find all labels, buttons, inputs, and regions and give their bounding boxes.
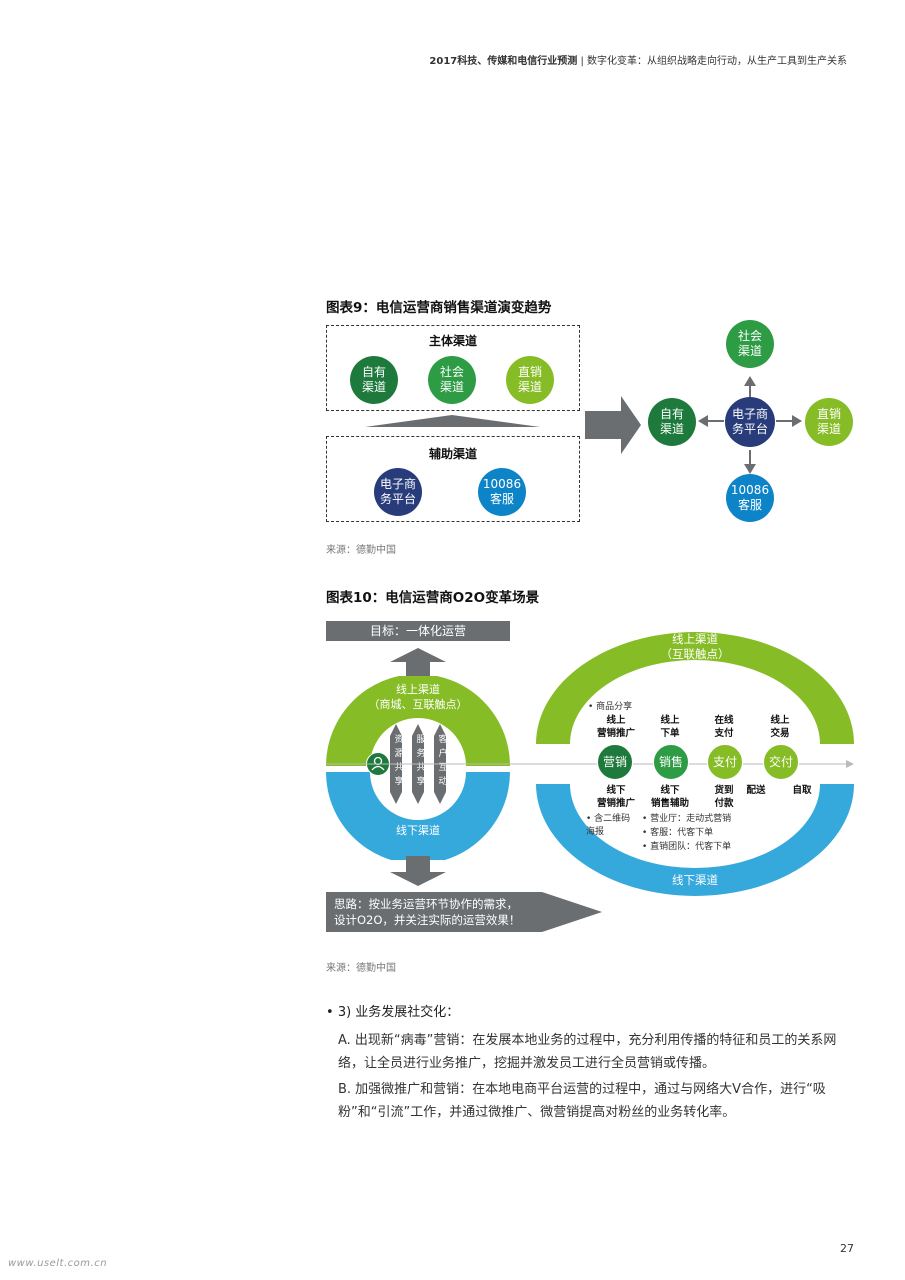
own-channel-node: 自有 渠道 <box>350 356 398 404</box>
goal-bar: 目标：一体化运营 <box>326 621 510 641</box>
section-heading: • 3) 业务发展社交化： <box>326 1005 460 1020</box>
evolution-arrow-icon <box>585 396 641 454</box>
watermark: www.uselt.com.cn <box>8 1258 108 1269</box>
stage2-online: 线上 下单 <box>660 715 680 739</box>
hub-ecommerce-node: 电子商 务平台 <box>725 397 775 447</box>
offline-notes: • 营业厅：走动式营销 • 客服：代客下单 • 直销团队：代客下单 <box>642 812 731 854</box>
page-number: 27 <box>840 1242 854 1255</box>
down-arrow-icon <box>390 856 446 886</box>
fig9-title: 图表9：电信运营商销售渠道演变趋势 <box>326 300 552 316</box>
offline-note: • 直销团队：代客下单 <box>642 842 732 852</box>
main-channel-label: 主体渠道 <box>428 334 477 348</box>
flow-line <box>326 760 854 768</box>
marketing-node: 营销 <box>597 744 633 780</box>
product-share-text: 商品分享 <box>596 702 633 712</box>
main-channel-box: 主体渠道 <box>326 325 580 411</box>
header-separator: | <box>580 56 584 67</box>
stage3-online: 在线 支付 <box>714 715 734 739</box>
left-ring-diagram <box>326 676 510 860</box>
social-channel-node: 社会 渠道 <box>428 356 476 404</box>
hub-arrows <box>698 376 802 474</box>
resource-share-label: 资 源 共 享 <box>394 735 404 787</box>
header-subtitle: 数字化变革：从组织战略走向行动，从生产工具到生产关系 <box>587 56 847 67</box>
fig10-source: 来源：德勤中国 <box>326 963 396 974</box>
stage1-offline: 线下 营销推广 <box>596 785 635 809</box>
fig10-title: 图表10：电信运营商O2O变革场景 <box>326 590 540 606</box>
qr-poster-note: • 含二维码 海报 <box>586 814 631 837</box>
left-offline-label: 线下渠道 <box>396 824 440 837</box>
stage3-offline: 货到 付款 <box>714 785 734 809</box>
aux-channel-box: 辅助渠道 <box>326 436 580 522</box>
stage2-offline: 线下 销售辅助 <box>650 785 689 809</box>
aux-channel-label: 辅助渠道 <box>428 447 477 461</box>
thinking-text: 思路：按业务运营环节协作的需求， 设计O2O，并关注实际的运营效果！ <box>334 897 521 927</box>
offline-note: • 营业厅：走动式营销 <box>642 814 732 824</box>
stage4-online: 线上 交易 <box>770 715 790 739</box>
paragraph-a: A. 出现新“病毒”营销：在发展本地业务的过程中，充分利用传播的特征和员工的关系… <box>338 1033 837 1071</box>
offline-note-text: 客服：代客下单 <box>650 828 714 838</box>
section-heading-text: 3) 业务发展社交化： <box>337 1005 460 1020</box>
thinking-banner-shape <box>326 892 602 932</box>
right-offline-label: 线下渠道 <box>672 873 718 887</box>
ecommerce-node: 电子商 务平台 <box>374 468 422 516</box>
fig9-source: 来源：德勤中国 <box>326 545 396 556</box>
offline-note-text: 营业厅：走动式营销 <box>650 814 732 824</box>
stage4-offline-a: 配送 <box>746 785 766 796</box>
header-title: 2017科技、传媒和电信行业预测 <box>429 56 578 67</box>
offline-note: • 客服：代客下单 <box>642 828 714 838</box>
stage1-online: 线上 营销推广 <box>596 715 635 739</box>
sales-node: 销售 <box>653 744 689 780</box>
triangle-divider <box>365 415 540 427</box>
right-ring-diagram <box>536 632 854 896</box>
product-share-note: • 商品分享 <box>588 702 633 712</box>
hotline-node: 10086 客服 <box>478 468 526 516</box>
left-online-label: 线上渠道 （商城、互联触点） <box>368 683 468 711</box>
qr-poster-text: 含二维码 海报 <box>586 814 631 837</box>
hub-direct-node: 直销 渠道 <box>805 398 853 446</box>
hub-hotline-node: 10086 客服 <box>726 474 774 522</box>
customer-interaction-label: 客 户 互 动 <box>438 735 448 787</box>
stage4-offline-b: 自取 <box>792 785 812 796</box>
hub-social-node: 社会 渠道 <box>726 320 774 368</box>
page-header: 2017科技、传媒和电信行业预测 | 数字化变革：从组织战略走向行动，从生产工具… <box>429 52 847 67</box>
right-online-label: 线上渠道 （互联触点） <box>660 632 730 661</box>
offline-note-text: 直销团队：代客下单 <box>650 842 732 852</box>
paragraph-b: B. 加强微推广和营销：在本地电商平台运营的过程中，通过与网络大V合作，进行“吸… <box>338 1082 826 1120</box>
delivery-node: 交付 <box>763 744 799 780</box>
payment-node: 支付 <box>707 744 743 780</box>
service-share-label: 服 务 共 享 <box>416 735 426 787</box>
direct-channel-node: 直销 渠道 <box>506 356 554 404</box>
hub-own-node: 自有 渠道 <box>648 398 696 446</box>
up-arrow-icon <box>390 648 446 678</box>
